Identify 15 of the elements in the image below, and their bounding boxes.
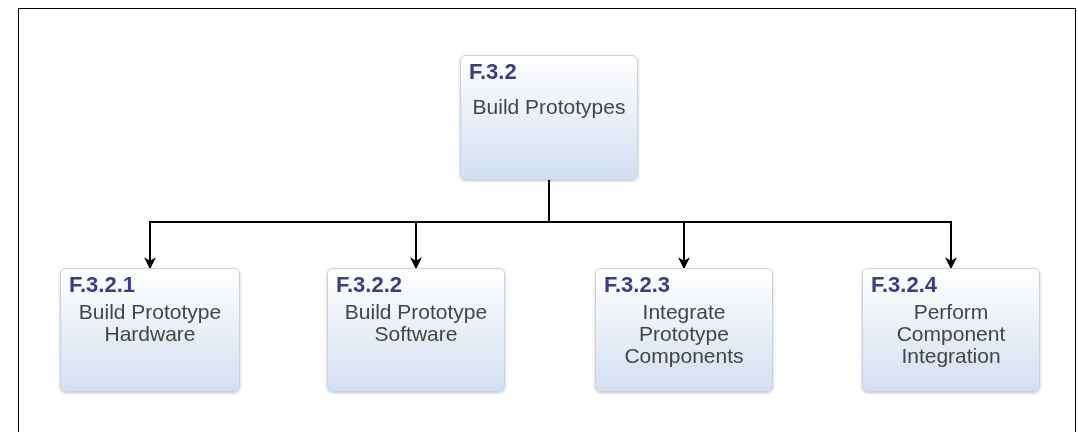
process-box [595, 268, 773, 392]
node-code: F.3.2.4 [871, 273, 938, 297]
node-title: Build Prototype Software [343, 301, 489, 345]
node-title: Build Prototypes [471, 96, 627, 118]
node-code: F.3.2.3 [604, 273, 671, 297]
node-title: Build Prototype Hardware [77, 301, 223, 345]
process-box [60, 268, 240, 392]
process-box [460, 55, 638, 180]
node-title: Integrate Prototype Components [623, 301, 745, 367]
process-box [862, 268, 1040, 392]
process-box [327, 268, 505, 392]
node-code: F.3.2 [469, 60, 517, 84]
node-title: Perform Component Integration [895, 301, 1007, 367]
node-code: F.3.2.1 [69, 273, 136, 297]
node-code: F.3.2.2 [336, 273, 403, 297]
